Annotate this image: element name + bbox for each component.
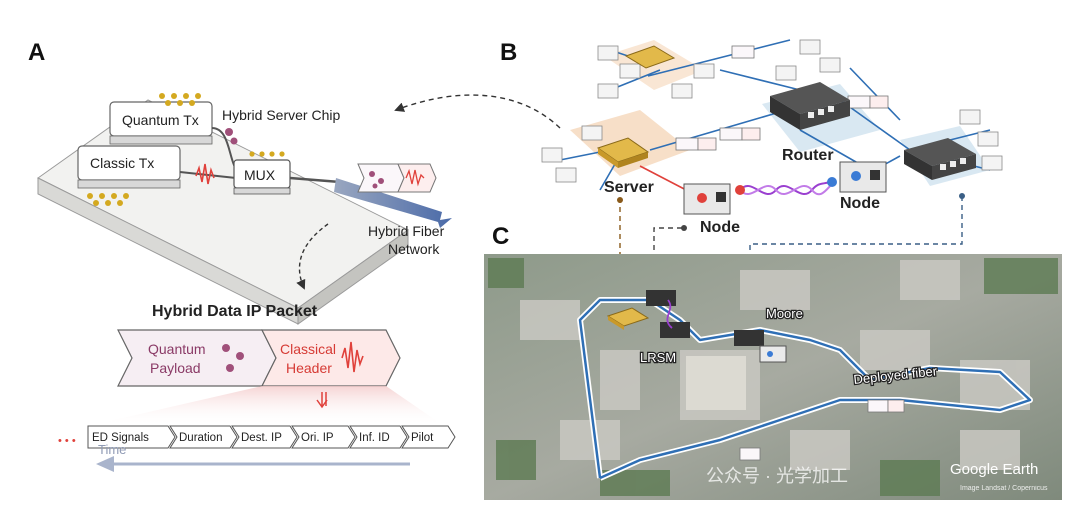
map-packet-flag <box>739 399 905 461</box>
node-right-label: Node <box>840 195 880 212</box>
map-router <box>646 290 690 338</box>
node-left-label: Node <box>700 219 740 236</box>
quantum-node-icon <box>839 161 887 193</box>
moore-label: Moore <box>766 306 803 321</box>
server-label: Server <box>604 179 654 196</box>
payload-line2: Payload <box>150 360 201 376</box>
header-segment-label: Pilot <box>411 432 434 444</box>
header-segment <box>231 425 298 449</box>
server-chip-icon <box>596 45 676 168</box>
header-segment-label: Duration <box>179 432 222 444</box>
header-segment <box>291 425 356 449</box>
header-expansion-fan <box>88 386 444 426</box>
panel-letter-c: C <box>492 223 509 250</box>
header-segment <box>401 425 456 449</box>
leading-dots: • • • <box>58 435 76 447</box>
classical-header-box <box>261 329 401 387</box>
google-earth-logo: Google Earth <box>950 461 1038 478</box>
network-label-line2: Network <box>388 241 440 257</box>
packet-flag-icon <box>357 163 437 193</box>
time-label: Time <box>98 442 126 457</box>
time-arrowhead <box>96 456 114 472</box>
server-to-chip-arrow <box>394 94 561 129</box>
chip-output-fiber <box>289 176 341 184</box>
classic-waveguide <box>179 171 237 179</box>
qubit-dot <box>225 128 233 136</box>
packet-title: Hybrid Data IP Packet <box>152 303 318 320</box>
header-line2: Header <box>286 360 332 376</box>
quantum-tx-label: Quantum Tx <box>122 112 199 128</box>
header-line1: Classical <box>280 341 336 357</box>
header-segment-label: Inf. ID <box>359 432 390 444</box>
payload-line1: Quantum <box>148 341 206 357</box>
lrsm-label: LRSM <box>640 350 676 365</box>
header-segment <box>349 425 408 449</box>
panel-letter-b: B <box>500 39 517 66</box>
map-entanglement <box>666 299 673 329</box>
classical-pulse-icon <box>195 163 215 185</box>
classic-tx-block <box>77 145 181 206</box>
router-icon <box>770 82 850 130</box>
qubit-dot <box>230 137 238 145</box>
chip-title: Hybrid Server Chip <box>222 107 340 123</box>
entanglement-helix <box>735 177 837 196</box>
header-segment-label: Ori. IP <box>301 432 334 444</box>
map-server-chip <box>606 307 650 330</box>
map-router <box>734 330 787 363</box>
header-segments: ED Signals Duration Dest. IP Ori. IP Inf. ID… <box>87 425 456 449</box>
quantum-payload-box <box>117 329 277 387</box>
header-segment <box>169 425 238 449</box>
quantum-tx-block <box>109 93 213 145</box>
classic-tx-label: Classic Tx <box>90 155 154 171</box>
header-segment <box>87 425 176 449</box>
mux-label: MUX <box>244 167 276 183</box>
panel-letter-a: A <box>28 39 45 66</box>
router-label: Router <box>782 147 834 164</box>
header-segment-label: ED Signals <box>92 432 149 444</box>
mux-block <box>233 151 291 195</box>
map-attribution: Image Landsat / Copernicus <box>960 485 1048 492</box>
watermark: 公众号 · 光学加工 <box>706 466 848 486</box>
header-segment-label: Dest. IP <box>241 432 282 444</box>
chip-to-packet-arrow <box>296 223 329 290</box>
router-icon <box>904 138 976 180</box>
network-label-line1: Hybrid Fiber <box>368 223 445 239</box>
quantum-node-icon <box>683 183 731 215</box>
